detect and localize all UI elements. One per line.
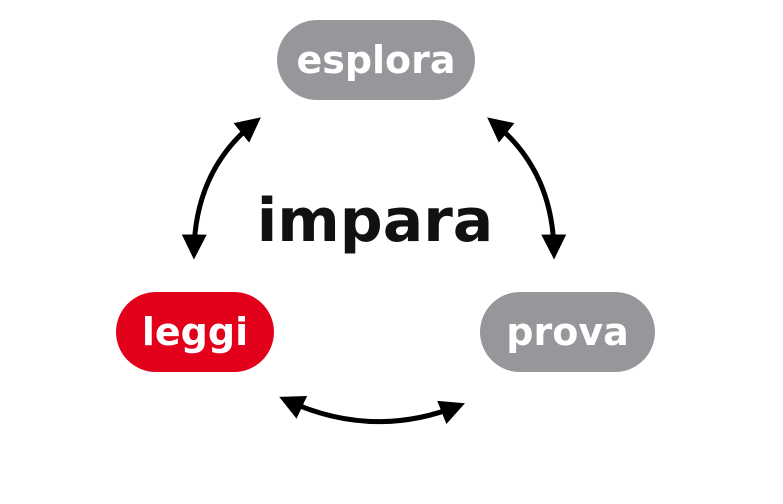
node-prova: prova [480, 292, 655, 372]
center-label: impara [256, 186, 494, 256]
arrow-esplora-leggi [181, 117, 261, 260]
arrow-leggi-prova [279, 396, 465, 425]
node-leggi: leggi [116, 292, 274, 372]
arrow-esplora-prova [487, 117, 567, 260]
node-esplora: esplora [277, 20, 475, 100]
